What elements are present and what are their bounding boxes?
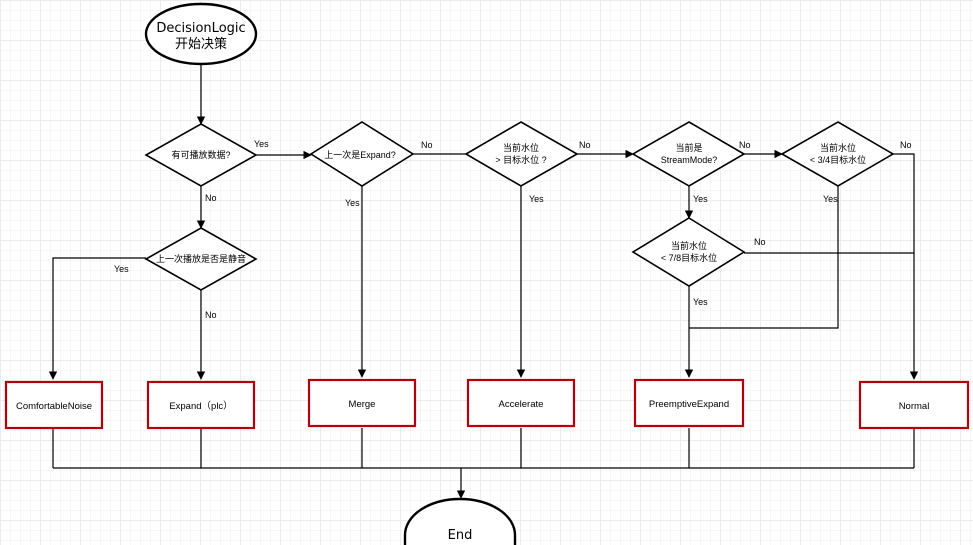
process-preemptive-expand-label: PreemptiveExpand [649, 399, 729, 410]
process-comfortable-noise-label: ComfortableNoise [16, 401, 92, 412]
decision-last-was-expand[interactable]: 上一次是Expand? [309, 121, 415, 187]
edge-labels: Yes No Yes No No Yes No Yes No Yes No Ye… [114, 139, 912, 320]
decision-level-below-seven-eighths[interactable]: 当前水位 < 7/8目标水位 [631, 217, 746, 287]
process-expand-plc-label: Expand（plc） [169, 400, 232, 412]
label-d7-yes: Yes [693, 297, 708, 307]
decision-level-below-three-quarters-line2: < 3/4目标水位 [810, 154, 866, 165]
decision-stream-mode[interactable]: 当前是 StreamMode? [631, 121, 746, 187]
label-d7-no: No [754, 237, 766, 247]
decision-last-was-silence[interactable]: 上一次播放是否是静音 [144, 227, 258, 291]
decision-level-below-seven-eighths-line2: < 7/8目标水位 [661, 252, 717, 263]
edges [48, 64, 919, 499]
process-normal[interactable]: Normal [858, 380, 970, 430]
label-d2-no: No [205, 310, 217, 320]
process-expand-plc[interactable]: Expand（plc） [146, 380, 256, 430]
label-d6-no: No [900, 140, 912, 150]
label-d5-yes: Yes [693, 194, 708, 204]
decision-last-was-silence-text: 上一次播放是否是静音 [156, 253, 246, 264]
decision-level-above-target[interactable]: 当前水位 > 目标水位 ? [464, 121, 579, 187]
label-d4-no: No [579, 140, 591, 150]
decision-level-above-target-line2: > 目标水位 ? [495, 154, 546, 165]
process-merge[interactable]: Merge [307, 378, 417, 428]
label-d3-no: No [421, 140, 433, 150]
decision-has-playable-data[interactable]: 有可播放数据? [144, 123, 258, 187]
end-label: End [448, 528, 473, 543]
decision-stream-mode-line1: 当前是 [675, 142, 702, 153]
decision-has-playable-data-text: 有可播放数据? [171, 149, 230, 160]
label-d4-yes: Yes [529, 194, 544, 204]
decision-level-below-seven-eighths-line1: 当前水位 [671, 240, 707, 251]
process-accelerate-label: Accelerate [499, 399, 544, 410]
label-d3-yes: Yes [345, 198, 360, 208]
label-d1-no: No [205, 193, 217, 203]
start-node[interactable]: DecisionLogic 开始决策 [144, 2, 258, 66]
label-d6-yes: Yes [823, 194, 838, 204]
edge-d6-no [893, 153, 919, 380]
decision-level-below-three-quarters[interactable]: 当前水位 < 3/4目标水位 [780, 121, 895, 187]
label-d2-yes: Yes [114, 264, 129, 274]
label-d1-yes: Yes [254, 139, 269, 149]
start-label-line1: DecisionLogic [156, 21, 245, 36]
edge-d6-yes [689, 186, 839, 329]
process-comfortable-noise[interactable]: ComfortableNoise [4, 380, 104, 430]
label-d5-no: No [739, 140, 751, 150]
process-merge-label: Merge [349, 399, 376, 410]
decision-level-above-target-line1: 当前水位 [503, 142, 539, 153]
decision-stream-mode-line2: StreamMode? [661, 155, 718, 165]
end-node[interactable]: End [403, 497, 517, 545]
process-normal-label: Normal [899, 401, 930, 412]
process-preemptive-expand[interactable]: PreemptiveExpand [633, 378, 745, 428]
start-label-line2: 开始决策 [175, 36, 227, 52]
edge-d2-yes [48, 257, 146, 380]
decision-last-was-expand-text: 上一次是Expand? [324, 149, 396, 160]
process-accelerate[interactable]: Accelerate [466, 378, 576, 428]
decision-level-below-three-quarters-line1: 当前水位 [820, 142, 856, 153]
